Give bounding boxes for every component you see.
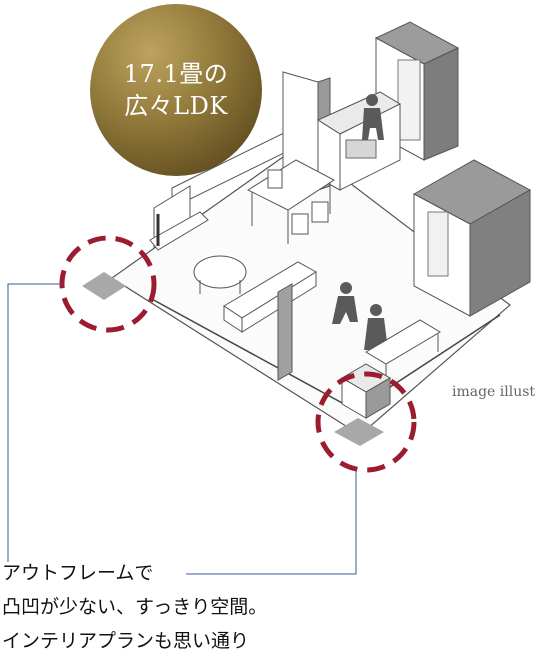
image-caption: image illust <box>452 384 536 400</box>
badge-line-1: 17.1畳の <box>123 59 229 88</box>
leader-line-left <box>7 283 62 562</box>
partition-wall <box>277 283 293 381</box>
dining-table <box>246 159 335 244</box>
study-desk <box>365 319 441 384</box>
callout-circle-bottom <box>315 371 417 473</box>
corner-patch-left <box>82 272 126 300</box>
corner-patch-bottom <box>334 418 384 446</box>
corner-cabinet <box>341 363 391 419</box>
description-note: アウトフレームで 凸凹が少ない、すっきり空間。 インテリアプランも思い通り <box>2 556 422 658</box>
note-line-2: 凸凹が少ない、すっきり空間。 <box>2 596 268 618</box>
badge-line-2: 広々LDK <box>124 92 228 120</box>
tv-unit <box>149 185 209 251</box>
kitchen-counter <box>316 91 402 191</box>
area-badge: 17.1畳の 広々LDK <box>90 4 262 176</box>
note-line-1: アウトフレームで <box>2 562 154 584</box>
side-room-block <box>412 159 532 317</box>
coffee-table <box>193 255 247 294</box>
note-line-3: インテリアプランも思い通り <box>2 630 250 652</box>
leader-line-bottom <box>186 470 357 575</box>
person-silhouette <box>362 94 384 140</box>
